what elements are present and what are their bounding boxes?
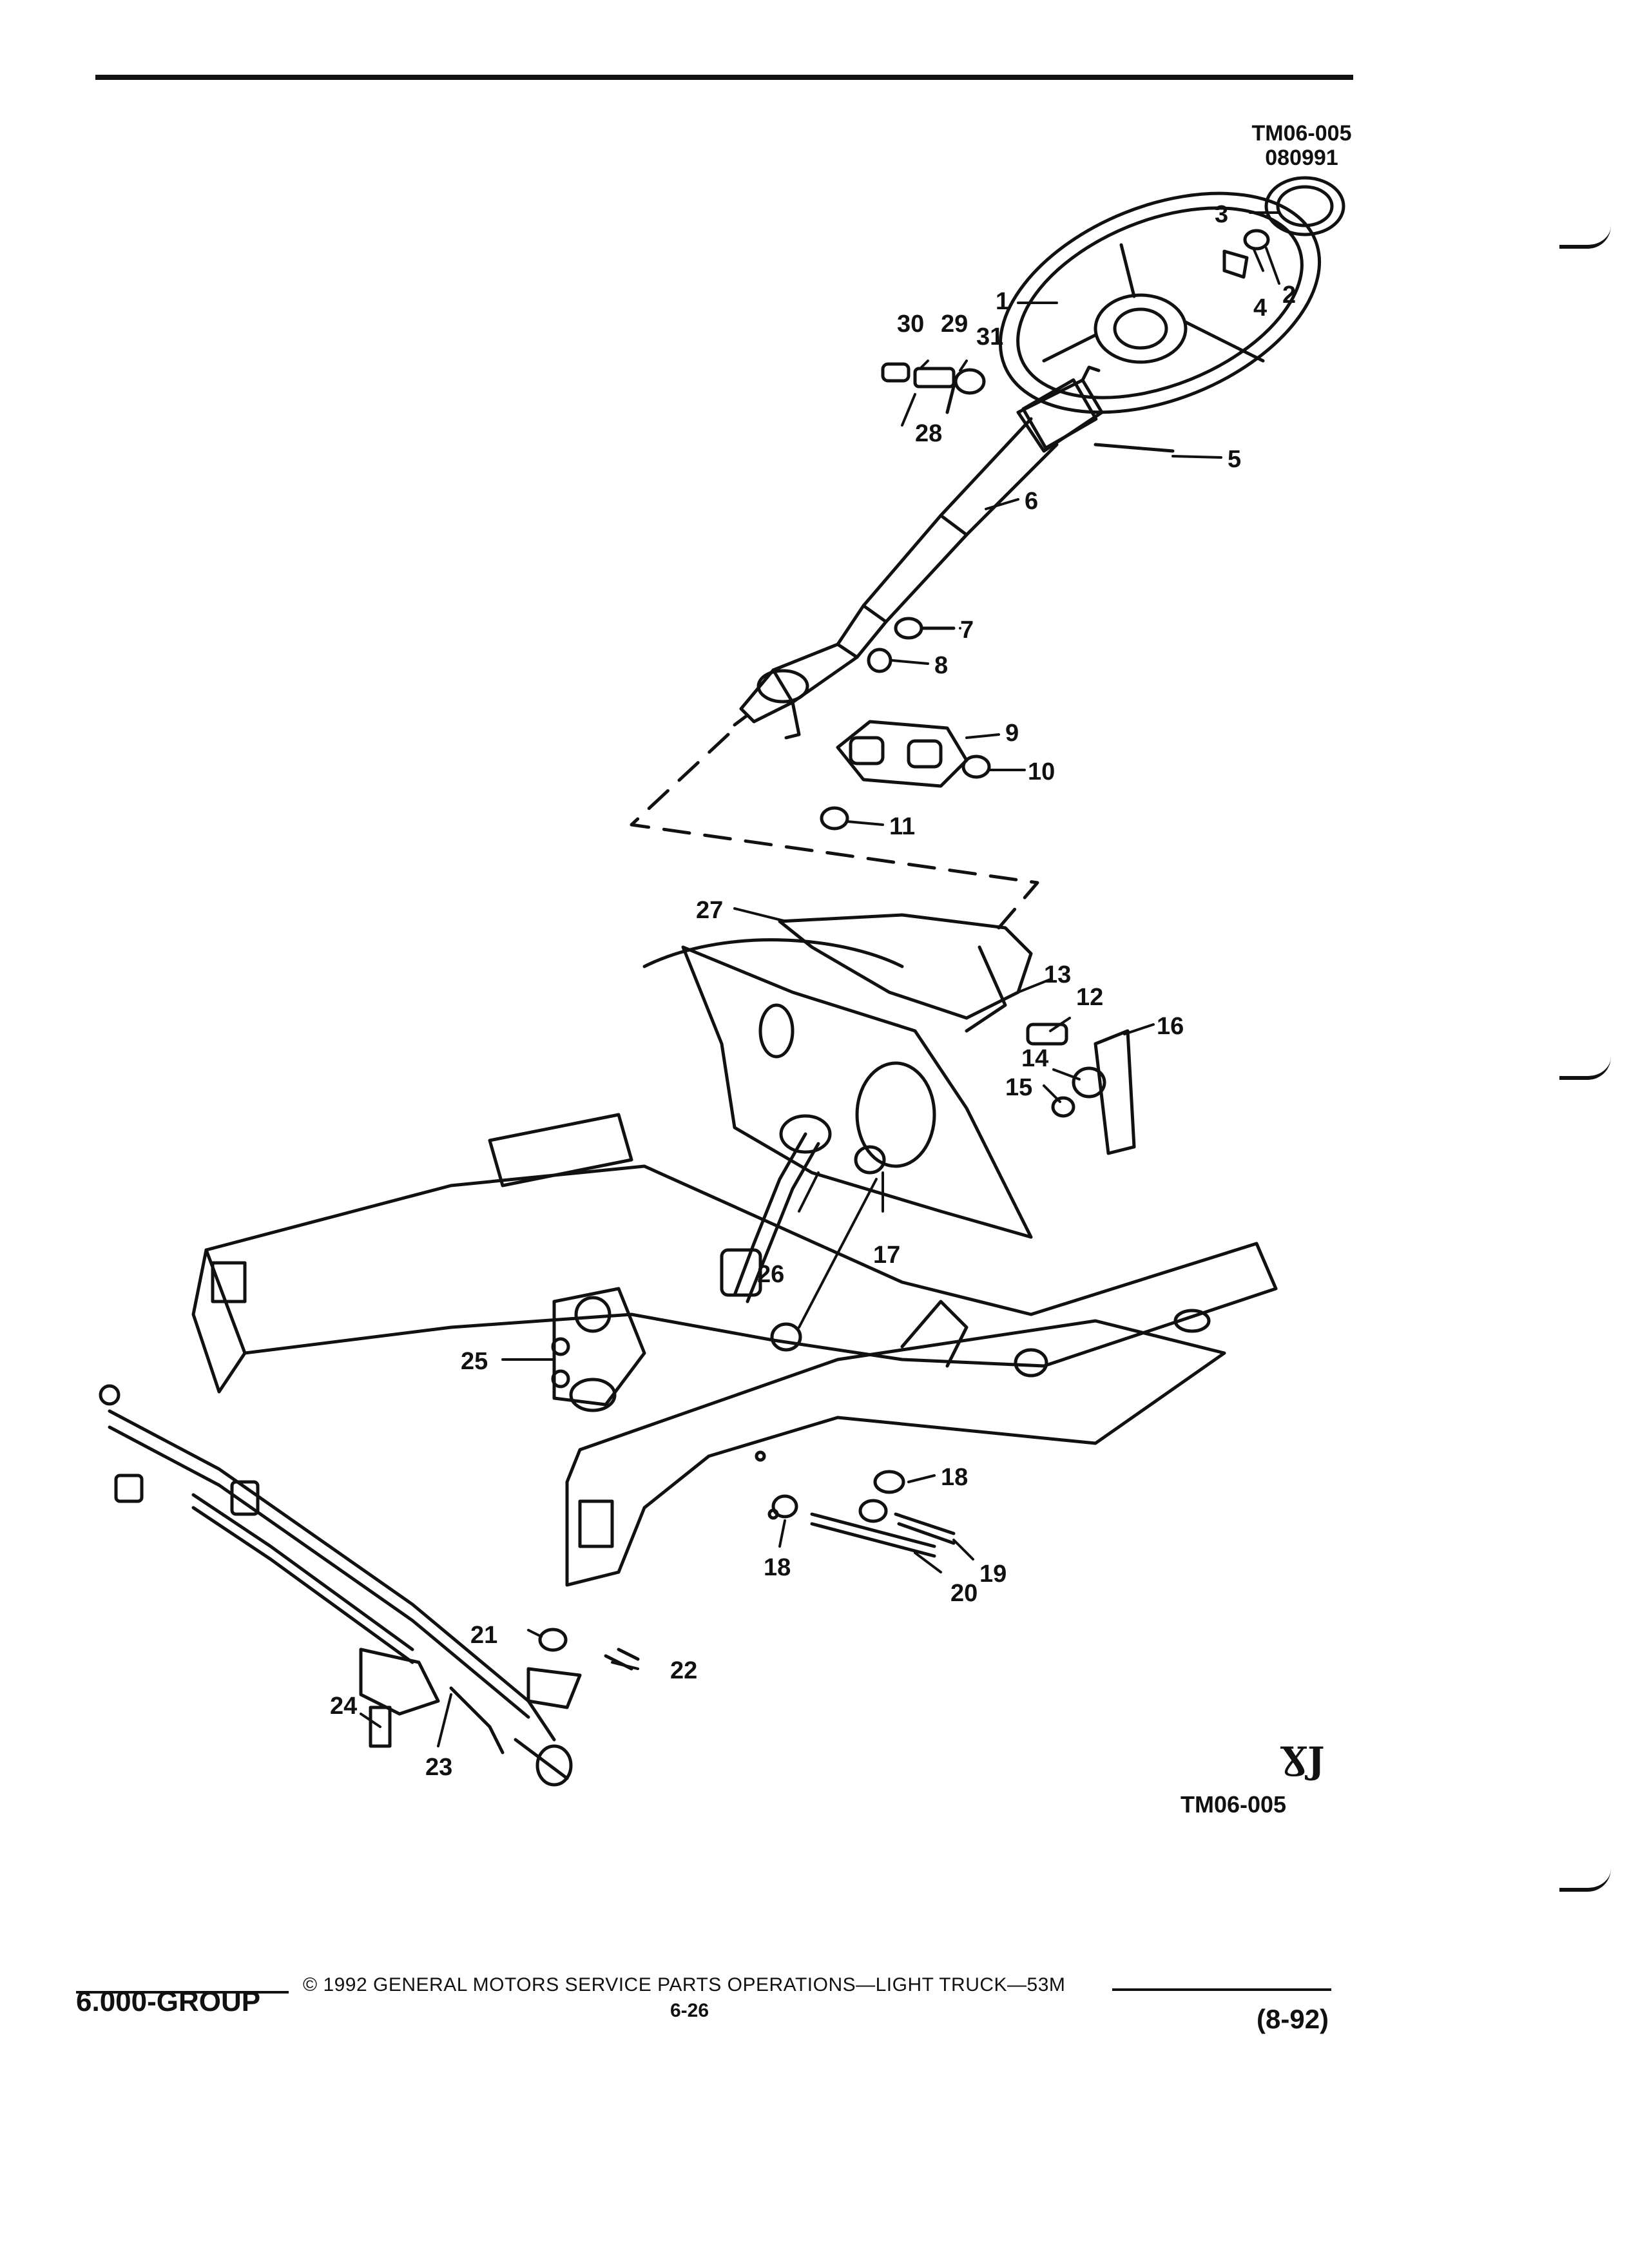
- footer-rule-right: [1112, 1988, 1331, 1991]
- firewall: [681, 945, 1033, 1239]
- bracket-16: [1094, 1029, 1136, 1155]
- top-rule: [95, 75, 1353, 80]
- footer-copyright: © 1992 GENERAL MOTORS SERVICE PARTS OPER…: [303, 1974, 1066, 1995]
- steering-gear: [551, 1287, 646, 1412]
- washer-14: [1072, 1066, 1106, 1099]
- nut-2: [1243, 229, 1270, 251]
- callout-7: 7: [960, 617, 974, 644]
- figure-code-bottom: TM06-005: [1181, 1791, 1287, 1818]
- intermediate-shaft: [733, 1132, 807, 1297]
- dashed-connector: [630, 733, 1039, 930]
- callout-5: 5: [1228, 446, 1241, 473]
- bolt-11: [820, 806, 849, 831]
- date-code: 080991: [1265, 146, 1338, 170]
- figure-code: TM06-005: [1251, 121, 1352, 146]
- callout-11: 11: [889, 813, 915, 840]
- steering-wheel: [998, 191, 1322, 414]
- frame: [191, 1113, 1278, 1587]
- callout-18a: 18: [941, 1464, 968, 1491]
- bolt-group: [881, 362, 986, 414]
- callout-8: 8: [934, 652, 948, 679]
- bracket-9: [836, 720, 969, 788]
- binding-mark-2: [1559, 1057, 1611, 1080]
- callout-10: 10: [1028, 758, 1055, 785]
- nut-8: [867, 648, 892, 673]
- footer-group: 6.000-GROUP: [76, 1986, 261, 2017]
- callout-2: 2: [1282, 282, 1296, 309]
- callout-12: 12: [1076, 984, 1103, 1011]
- callout-27: 27: [696, 897, 723, 924]
- callout-20: 20: [950, 1580, 978, 1607]
- callout-29: 29: [941, 311, 968, 338]
- bolt-7: [894, 617, 923, 640]
- footer-revision: (8-92): [1257, 2004, 1329, 2034]
- nut-15: [1051, 1096, 1075, 1118]
- callout-labels: 1 2 3 4 5 6 7 8 9 10 11 12 13 14 15 16 1…: [330, 201, 1296, 1781]
- callout-22: 22: [670, 1657, 697, 1684]
- callout-26: 26: [757, 1261, 784, 1288]
- column-support: [778, 913, 1033, 1020]
- bolt-19: [894, 1512, 956, 1545]
- nut-10: [961, 754, 991, 779]
- gm-logo-icon: ƔJ: [1280, 1740, 1325, 1782]
- binding-mark-3: [1559, 1869, 1611, 1892]
- callout-3: 3: [1215, 201, 1228, 228]
- leader-lines: [360, 211, 1280, 1747]
- callout-15: 15: [1005, 1074, 1032, 1101]
- bolt-12: [1026, 1023, 1068, 1046]
- binding-mark-1: [1559, 226, 1611, 249]
- steering-column: [733, 365, 1175, 740]
- callout-18b: 18: [764, 1554, 791, 1581]
- callout-28: 28: [915, 420, 942, 447]
- spacer-18a: [873, 1470, 905, 1494]
- callout-1: 1: [996, 288, 1009, 315]
- callout-13: 13: [1044, 961, 1071, 988]
- callout-23: 23: [425, 1754, 452, 1781]
- callout-17: 17: [873, 1242, 900, 1269]
- nut-21: [538, 1628, 568, 1652]
- callout-24: 24: [330, 1693, 357, 1720]
- callout-25: 25: [461, 1348, 488, 1375]
- callout-9: 9: [1005, 720, 1019, 747]
- callout-16: 16: [1157, 1013, 1184, 1040]
- callout-21: 21: [470, 1622, 497, 1649]
- callout-19: 19: [979, 1561, 1007, 1588]
- footer-rule-left: [76, 1991, 289, 1994]
- callout-4: 4: [1253, 294, 1267, 322]
- spacer-18b: [771, 1494, 798, 1519]
- bolt-17: [854, 1145, 886, 1175]
- horn-ring: [1264, 176, 1345, 236]
- figure-code-header: TM06-005 080991: [1224, 121, 1379, 170]
- callout-14: 14: [1021, 1045, 1048, 1072]
- clip-4: [1222, 249, 1249, 279]
- bolt-20: [810, 1512, 936, 1558]
- steering-linkage: [99, 1384, 640, 1787]
- callout-6: 6: [1025, 488, 1038, 515]
- callout-31: 31: [976, 323, 1003, 351]
- callout-30: 30: [897, 311, 924, 338]
- footer-page-number: 6-26: [670, 2000, 709, 2021]
